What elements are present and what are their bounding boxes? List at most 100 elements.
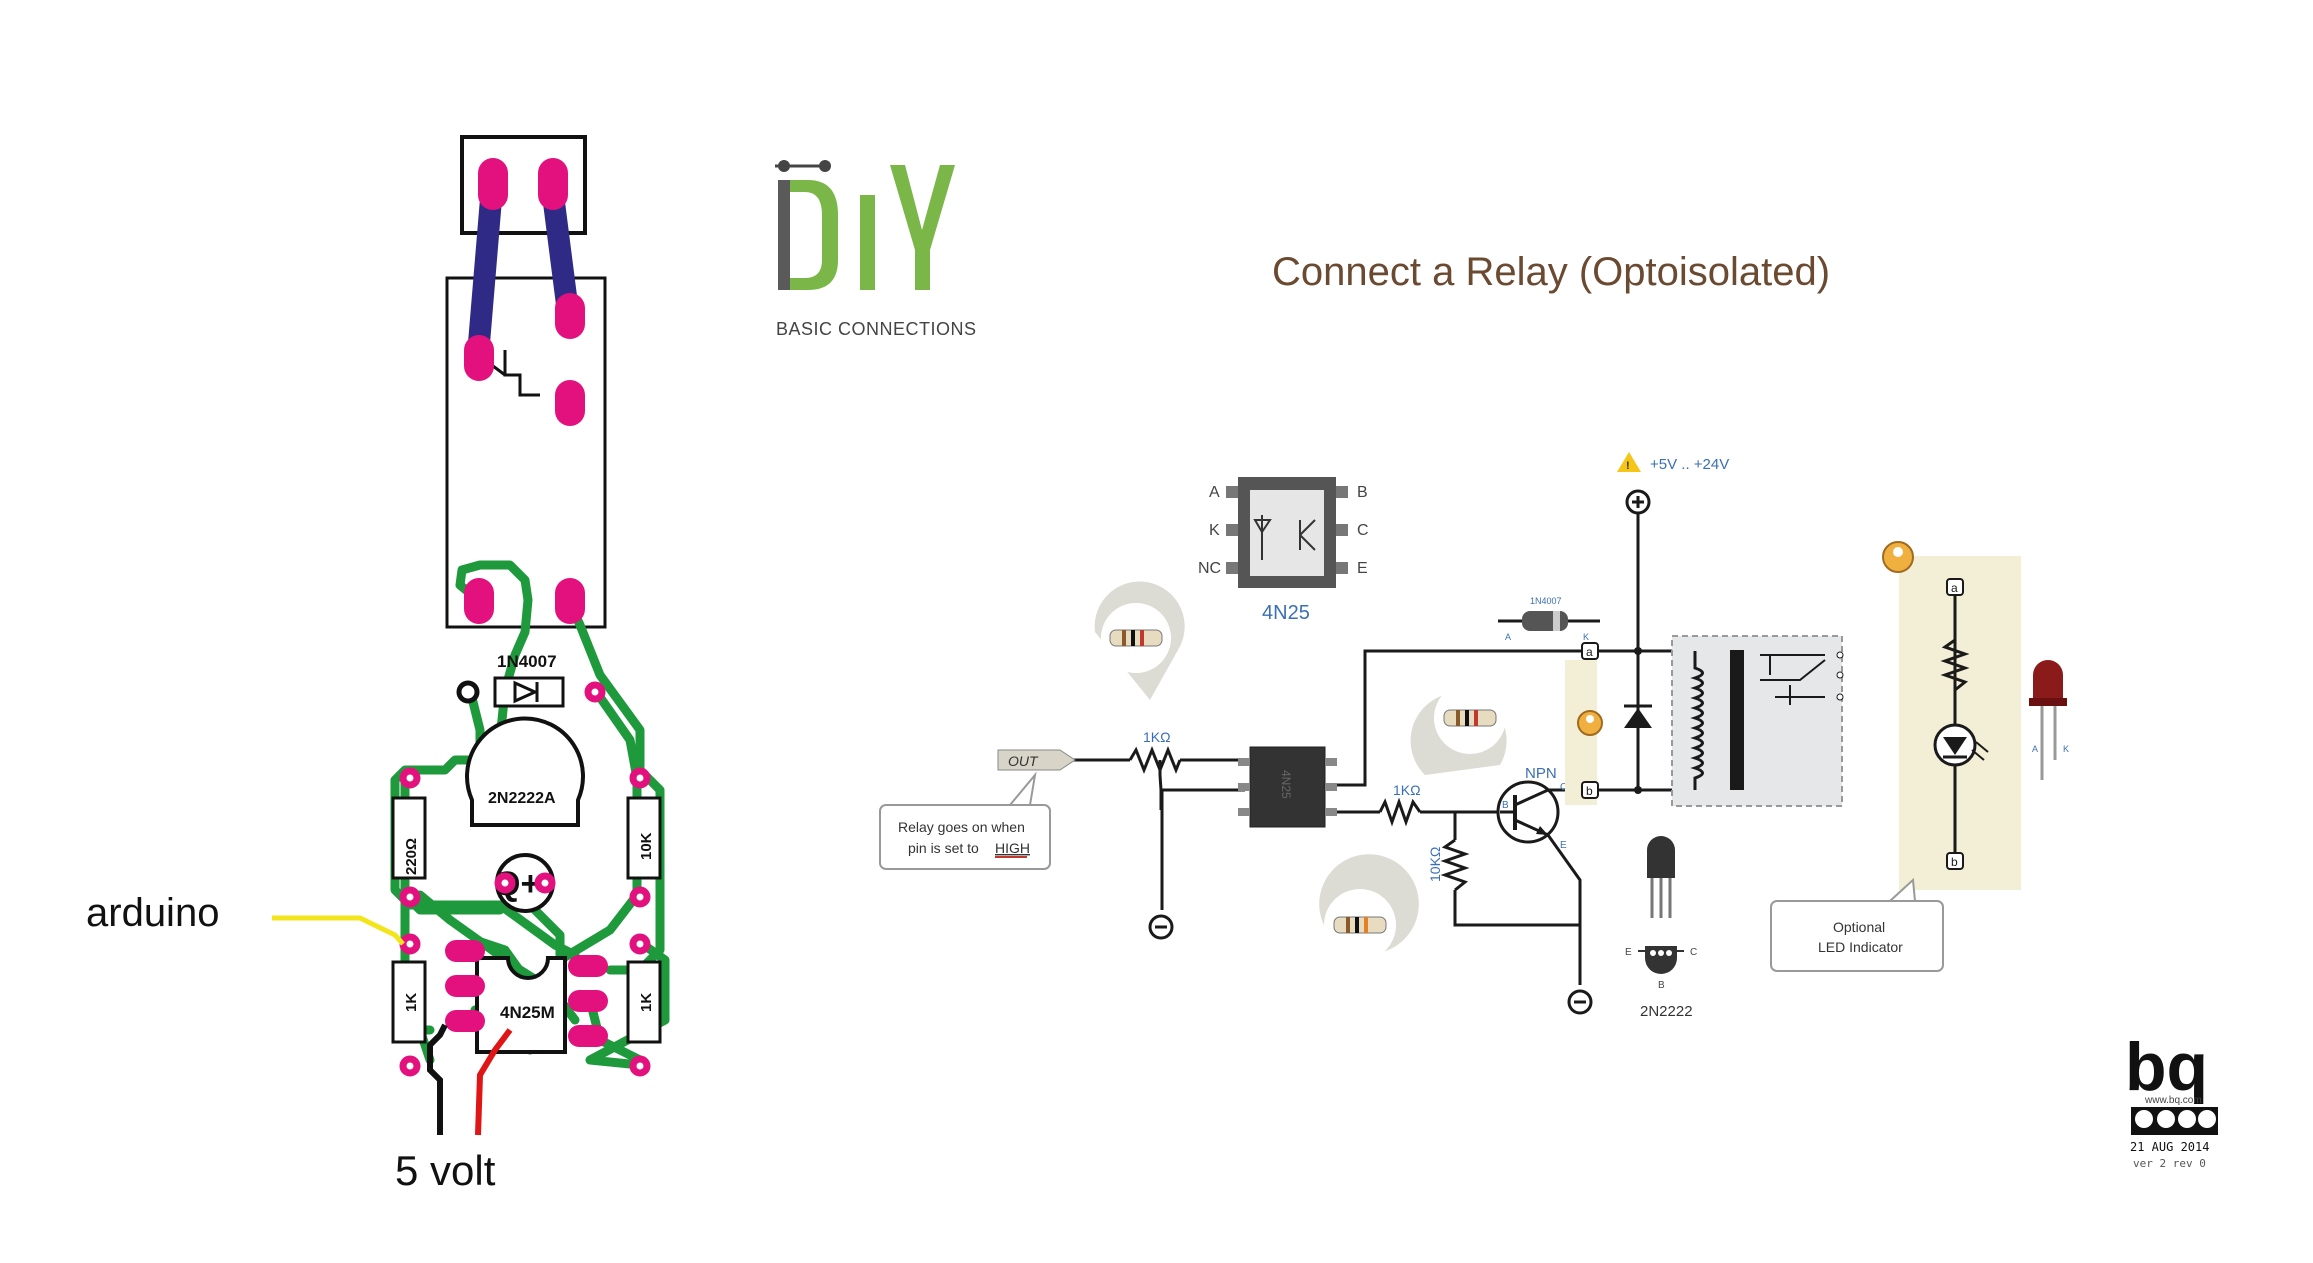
cc-icon <box>2135 1110 2153 1128</box>
relay-terminal <box>1836 651 1844 659</box>
pad <box>494 872 516 894</box>
logo-letter-d-inner <box>790 192 822 278</box>
sa-icon <box>2198 1110 2216 1128</box>
resistor-band <box>1131 630 1135 646</box>
opto-chip-pin <box>1238 783 1250 791</box>
logo-letter-i <box>860 195 875 290</box>
pad <box>399 886 421 908</box>
led-note-line2: LED Indicator <box>1818 939 1903 955</box>
resistor-icon <box>1333 916 1387 934</box>
pad <box>399 1055 421 1077</box>
pad <box>538 158 568 210</box>
pcb-diode-label: 1N4007 <box>497 652 557 671</box>
pad <box>629 886 651 908</box>
resistor-band <box>1122 630 1126 646</box>
pcb-resistor-220 <box>391 796 427 880</box>
led-panel <box>1899 556 2021 890</box>
pad <box>399 767 421 789</box>
npn-label: NPN <box>1525 765 1557 782</box>
opto-chip-pin <box>1325 808 1337 816</box>
relay-coil <box>1690 651 1704 790</box>
opto-chip-pin <box>1325 783 1337 791</box>
opto-pin-c: C <box>1357 522 1369 539</box>
to92-pin-e: E <box>1625 947 1632 958</box>
resistor-icon <box>1443 709 1497 727</box>
relay-box <box>1671 635 1843 807</box>
resistor-base-label: 1KΩ <box>1393 782 1421 798</box>
resistor-10k-label: 10KΩ <box>1427 847 1443 882</box>
opto-chip-pin <box>1325 758 1337 766</box>
pcb-transistor-label: 2N2222A <box>488 790 556 807</box>
opto-pin <box>1226 486 1238 498</box>
led-resistor <box>1940 638 1970 692</box>
opto-pin-nc: NC <box>1198 560 1221 577</box>
diode-pin-k: K <box>1583 632 1589 642</box>
bq-version: ver 2 rev 0 <box>2133 1157 2206 1170</box>
pcb-resistor-1k-left <box>391 960 427 1044</box>
opto-chip-pin <box>1238 758 1250 766</box>
note-high: HIGH <box>995 840 1030 856</box>
ground-symbol-2 <box>1567 989 1593 1015</box>
note-line2: pin is set to <box>908 840 979 856</box>
resistor-callout-2 <box>1410 682 1507 775</box>
resistor-callout-3 <box>1319 854 1419 961</box>
pad <box>629 933 651 955</box>
pcb-resistor-220-label: 220Ω <box>403 838 420 875</box>
pad <box>568 955 608 977</box>
resistor-band <box>1346 917 1350 933</box>
pcb-resistor-1k-right <box>626 960 662 1044</box>
relay-terminal <box>1836 693 1844 701</box>
pcb-layout: 1N4007 2N2222A 220Ω 10K Q+ 1K 1K 4N25M <box>86 135 670 1194</box>
diy-logo <box>775 160 955 290</box>
arduino-wire <box>272 915 405 946</box>
resistor-base <box>1378 797 1422 827</box>
pcb-mounting-hole <box>456 680 480 704</box>
person-icon-2-head <box>1893 547 1903 557</box>
terminal-block <box>460 135 587 235</box>
pad <box>464 578 494 624</box>
pcb-resistor-10k-label: 10K <box>638 832 655 860</box>
out-tag <box>997 749 1076 771</box>
logo-dot <box>819 160 831 172</box>
supply-symbol <box>1625 489 1651 515</box>
resistor-band <box>1456 710 1460 726</box>
node-b-box <box>1581 781 1599 799</box>
resistor-input-label: 1KΩ <box>1143 729 1171 745</box>
vcc-wire <box>475 1028 513 1136</box>
opto-pin <box>1226 524 1238 536</box>
pad <box>445 1010 485 1032</box>
resistor-band <box>1355 917 1359 933</box>
pad <box>555 293 585 339</box>
led-picture <box>2029 660 2067 780</box>
opto-pin <box>1336 524 1348 536</box>
note-line1: Relay goes on when <box>898 819 1025 835</box>
led-note-line1: Optional <box>1833 919 1885 935</box>
supply-label: +5V .. +24V <box>1650 456 1729 473</box>
npn-pin-c: C <box>1560 782 1567 793</box>
ground-wire <box>427 1023 448 1135</box>
opto-pinout: A K NC B C E 4N25 <box>1198 477 1369 624</box>
pcb-opto-ic <box>475 956 567 1054</box>
pcb-transistor-body <box>465 716 585 827</box>
opto-pin-b: B <box>1357 484 1368 501</box>
node-a-label: a <box>1586 645 1593 659</box>
led-node-b-box <box>1946 852 1964 870</box>
led-note-bubble-tail <box>1887 877 1917 902</box>
warning-icon-mark: ! <box>1626 460 1630 472</box>
pad <box>568 1025 608 1047</box>
resistor-band <box>1140 630 1144 646</box>
opto-pin <box>1226 562 1238 574</box>
logo-letter-d-stem <box>778 180 790 290</box>
person-icon-head <box>1586 715 1594 723</box>
opto-chip-pin <box>1238 808 1250 816</box>
resistor-band <box>1474 710 1478 726</box>
diode-small-label: 1N4007 <box>1530 596 1562 606</box>
node-a-box <box>1581 642 1599 660</box>
led-pin-k: K <box>2063 744 2069 754</box>
relay-contacts <box>1760 654 1826 705</box>
diode-pin-a: A <box>1505 632 1511 642</box>
opto-pin-k: K <box>1209 522 1220 539</box>
brand-subtitle: BASIC CONNECTIONS <box>776 319 977 339</box>
out-tag-label: OUT <box>1008 753 1039 769</box>
